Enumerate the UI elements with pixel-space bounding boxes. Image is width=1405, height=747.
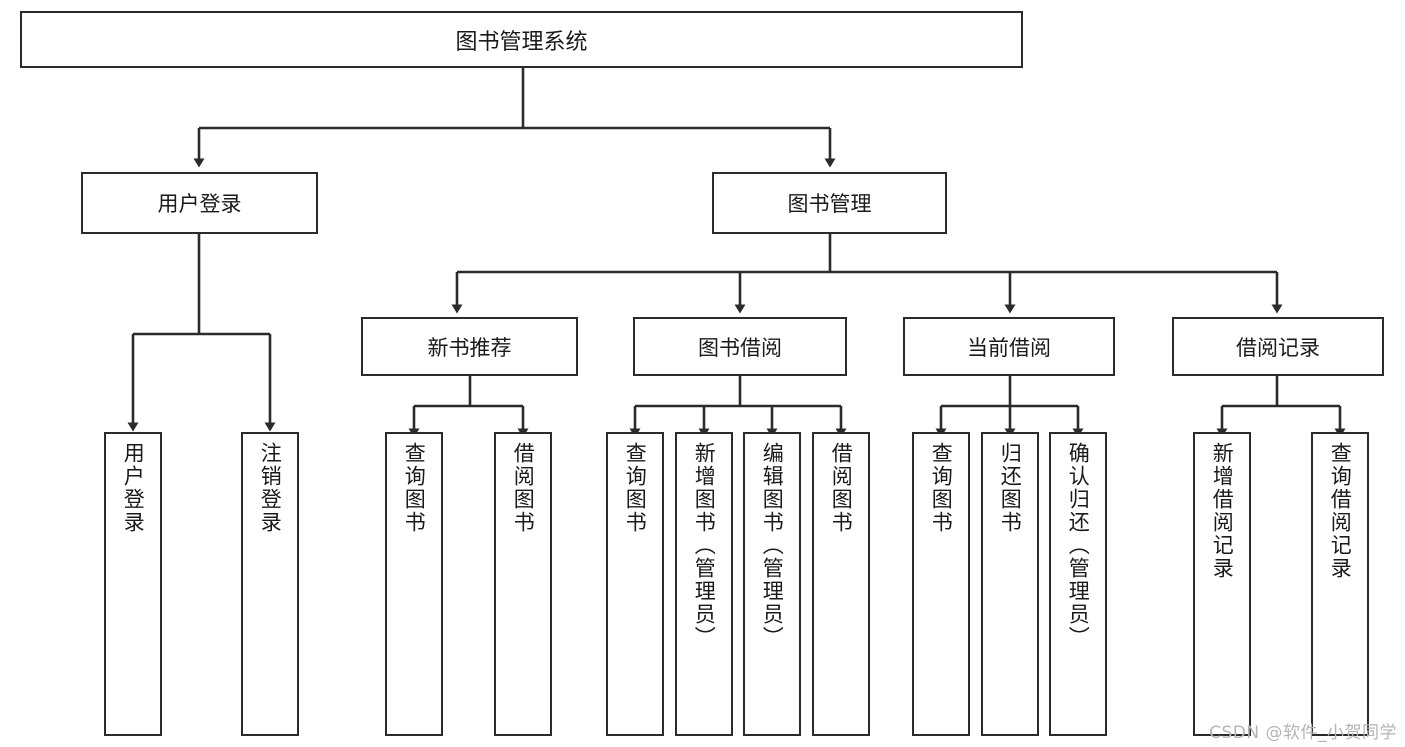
node-label: 查询图书: [402, 442, 427, 534]
leaf-user-logout[interactable]: 注销登录: [241, 432, 299, 736]
leaf-return-book[interactable]: 归还图书: [981, 432, 1039, 736]
node-book-management[interactable]: 图书管理: [712, 172, 947, 234]
leaf-borrow-book-recommend[interactable]: 借阅图书: [494, 432, 552, 736]
leaf-user-login[interactable]: 用户登录: [104, 432, 162, 736]
node-label: 用户登录: [121, 442, 146, 534]
leaf-add-borrow-record[interactable]: 新增借阅记录: [1193, 432, 1251, 736]
node-user-login[interactable]: 用户登录: [81, 172, 318, 234]
node-label: 借阅图书: [829, 442, 854, 534]
node-label: 确认归还（管理员）: [1066, 442, 1091, 649]
leaf-confirm-return-admin[interactable]: 确认归还（管理员）: [1049, 432, 1107, 736]
node-label: 借阅图书: [511, 442, 536, 534]
node-label: 当前借阅: [967, 335, 1051, 360]
node-label: 注销登录: [258, 442, 283, 534]
node-label: 查询图书: [623, 442, 648, 534]
csdn-watermark: CSDN @软件_小贺同学: [1209, 723, 1397, 743]
node-current-borrow[interactable]: 当前借阅: [903, 317, 1115, 376]
node-label: 新增图书（管理员）: [692, 442, 717, 649]
leaf-query-book-recommend[interactable]: 查询图书: [385, 432, 443, 736]
leaf-query-borrow-record[interactable]: 查询借阅记录: [1311, 432, 1369, 736]
node-label: 编辑图书（管理员）: [760, 442, 785, 649]
node-label: 图书借阅: [698, 335, 782, 360]
node-label: 图书管理: [787, 192, 872, 216]
node-book-borrow[interactable]: 图书借阅: [633, 317, 847, 376]
node-label: 用户登录: [157, 192, 242, 216]
node-label: 图书管理系统: [455, 29, 588, 55]
node-label: 新增借阅记录: [1210, 442, 1235, 580]
node-label: 归还图书: [998, 442, 1023, 534]
leaf-edit-book-admin[interactable]: 编辑图书（管理员）: [743, 432, 801, 736]
node-label: 借阅记录: [1236, 335, 1320, 360]
node-label: 查询图书: [929, 442, 954, 534]
node-label: 新书推荐: [427, 335, 512, 360]
leaf-query-book-borrow[interactable]: 查询图书: [606, 432, 664, 736]
node-label: 查询借阅记录: [1328, 442, 1353, 580]
leaf-query-book-current[interactable]: 查询图书: [912, 432, 970, 736]
node-borrow-record[interactable]: 借阅记录: [1172, 317, 1384, 376]
leaf-borrow-book-borrow[interactable]: 借阅图书: [812, 432, 870, 736]
node-new-book-recommend[interactable]: 新书推荐: [361, 317, 578, 376]
node-root-book-management-system[interactable]: 图书管理系统: [20, 11, 1023, 68]
leaf-add-book-admin[interactable]: 新增图书（管理员）: [675, 432, 733, 736]
